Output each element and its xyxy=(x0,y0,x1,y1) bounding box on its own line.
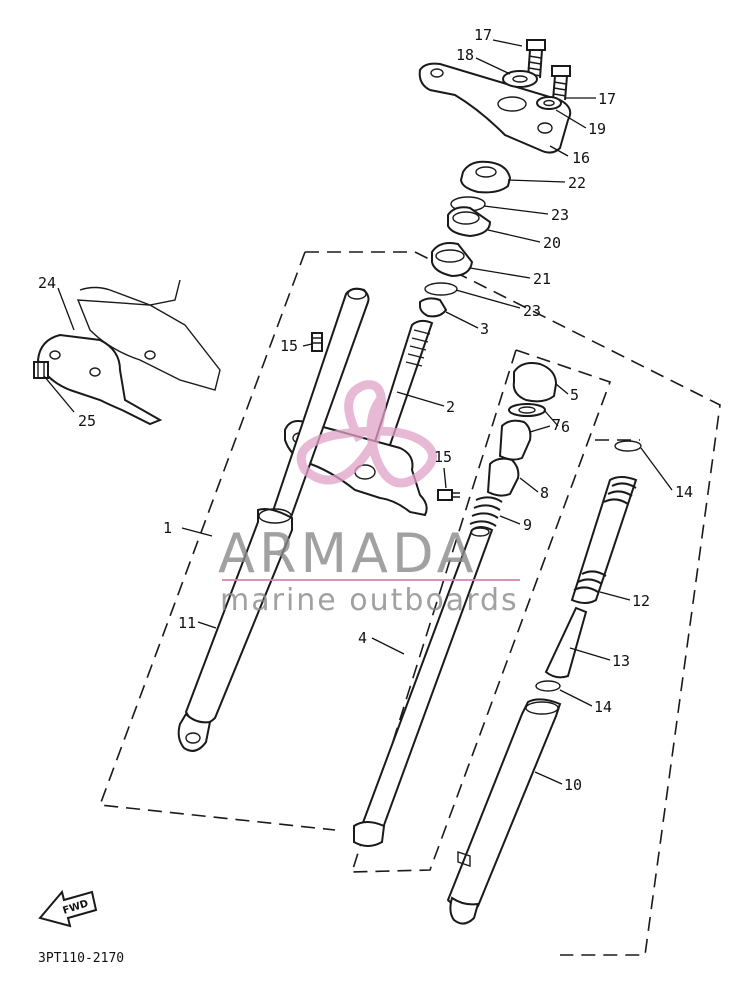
callout-17b: 17 xyxy=(598,90,616,108)
watermark-title: ARMADA xyxy=(218,522,478,585)
callout-24: 24 xyxy=(38,274,56,292)
middle-fork-tube xyxy=(353,526,494,847)
callout-12: 12 xyxy=(632,592,650,610)
watermark-logo-icon xyxy=(296,380,437,488)
callouts: 1 2 3 4 5 6 7 8 9 10 11 12 13 14 14 15 1… xyxy=(38,26,693,794)
callout-19: 19 xyxy=(588,120,606,138)
callout-14a: 14 xyxy=(675,483,693,501)
callout-23a: 23 xyxy=(551,206,569,224)
right-fork-leg xyxy=(446,440,642,925)
callout-11: 11 xyxy=(178,614,196,632)
callout-8: 8 xyxy=(540,484,549,502)
callout-5: 5 xyxy=(570,386,579,404)
callout-14b: 14 xyxy=(594,698,612,716)
callout-13: 13 xyxy=(612,652,630,670)
callout-18: 18 xyxy=(456,46,474,64)
callout-7: 7 xyxy=(552,416,561,434)
upper-bracket-assembly xyxy=(418,39,572,154)
catalog-code: 3PT110-2170 xyxy=(38,951,124,966)
cover-assembly xyxy=(33,279,221,426)
leader-lines xyxy=(43,39,673,785)
callout-6: 6 xyxy=(561,418,570,436)
callout-10: 10 xyxy=(564,776,582,794)
callout-2: 2 xyxy=(446,398,455,416)
steering-stack xyxy=(419,160,512,318)
fwd-arrow-icon: FWD xyxy=(38,889,98,928)
callout-9: 9 xyxy=(523,516,532,534)
callout-20: 20 xyxy=(543,234,561,252)
watermark: ARMADA marine outboards xyxy=(218,380,520,618)
callout-17a: 17 xyxy=(474,26,492,44)
fork-internals xyxy=(469,362,558,527)
assembly-boundaries xyxy=(98,251,721,956)
callout-23b: 23 xyxy=(523,302,541,320)
callout-15b: 15 xyxy=(434,448,452,466)
callout-4: 4 xyxy=(358,629,367,647)
bolts-15 xyxy=(311,332,460,501)
left-fork-leg xyxy=(177,287,370,752)
callout-3: 3 xyxy=(480,320,489,338)
callout-21: 21 xyxy=(533,270,551,288)
callout-25: 25 xyxy=(78,412,96,430)
callout-16: 16 xyxy=(572,149,590,167)
callout-1: 1 xyxy=(163,519,172,537)
callout-15a: 15 xyxy=(280,337,298,355)
watermark-subtitle: marine outboards xyxy=(220,583,519,618)
callout-22: 22 xyxy=(568,174,586,192)
